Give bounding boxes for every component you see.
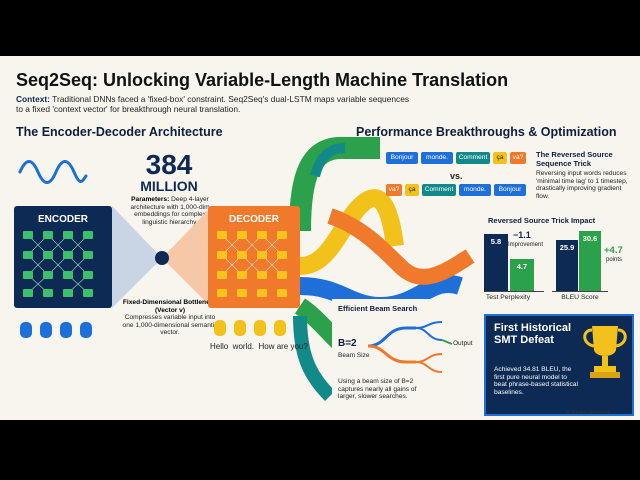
beam-size-label: Beam Size: [338, 352, 370, 359]
page-title: Seq2Seq: Unlocking Variable-Length Machi…: [16, 70, 509, 90]
trophy-card: First Historical SMT Defeat Achieved 34.…: [484, 314, 634, 416]
decoder-network-diagram: [217, 231, 287, 297]
impact-title: Reversed Source Trick Impact: [488, 216, 596, 225]
token-original-1: Bonjour: [386, 152, 418, 164]
token-reversed-2: ça: [405, 184, 419, 196]
tokens-original-row: Bonjour monde. Comment ça va?: [386, 152, 526, 166]
bleu-after-bar: 30.6: [579, 231, 601, 291]
bleu-before-value: 25.9: [559, 243, 575, 252]
beam-size: B=2: [338, 338, 357, 349]
encoder-box: ENCODER: [14, 206, 112, 308]
bleu-after-value: 30.6: [582, 234, 598, 243]
brand-footer: ✦ Gemini Notebook: [566, 410, 610, 416]
perplexity-delta: −1.1: [513, 230, 531, 240]
sparkle-icon: ✦: [566, 410, 571, 416]
decoder-output-tokens: [214, 320, 286, 336]
bottleneck-funnel: [112, 206, 212, 308]
token-reversed-4: monde.: [459, 184, 491, 196]
perplexity-after-value: 4.7: [516, 262, 528, 271]
params-description: Parameters: Deep 4-layer architecture wi…: [122, 196, 218, 226]
architecture-heading: The Encoder-Decoder Architecture: [16, 125, 223, 139]
beam-search-panel: [332, 299, 484, 411]
perplexity-axis-line: [484, 291, 544, 292]
wave-icon: [18, 160, 88, 184]
beam-title: Efficient Beam Search: [338, 304, 418, 313]
token-reversed-5: Bonjour: [494, 184, 526, 196]
params-text: Deep 4-layer architecture with 1,000-dim…: [130, 196, 210, 226]
context-body: Traditional DNNs faced a 'fixed-box' con…: [16, 94, 410, 114]
bottleneck-text: Compresses variable input into one 1,000…: [122, 314, 218, 337]
context-text: Context: Traditional DNNs faced a 'fixed…: [16, 94, 416, 114]
perplexity-before-bar: 5.8: [484, 234, 508, 291]
performance-heading: Performance Breakthroughs & Optimization: [356, 125, 617, 139]
encoder-network-diagram: [23, 231, 93, 297]
params-unit: MILLION: [140, 178, 198, 194]
bleu-axis-label: BLEU Score: [561, 294, 599, 301]
bleu-delta: +4.7: [604, 245, 623, 256]
perplexity-delta-label: Improvement: [508, 242, 544, 248]
trick-title: The Reversed Source Sequence Trick: [536, 150, 613, 168]
trick-text: Reversing input words reduces 'minimal t…: [536, 170, 628, 200]
perplexity-after-bar: 4.7: [510, 259, 534, 291]
encoder-label: ENCODER: [37, 214, 88, 225]
bleu-before-bar: 25.9: [556, 240, 578, 291]
bottleneck-description: Fixed-Dimensional Bottleneck (Vector v) …: [122, 299, 218, 337]
params-label: Parameters:: [131, 196, 170, 203]
tokens-reversed-row: va? ça Comment monde. Bonjour: [386, 184, 532, 198]
trophy-text: Achieved 34.81 BLEU, the first pure neur…: [494, 366, 578, 396]
token-reversed-3: Comment: [422, 184, 456, 196]
trophy-icon: [583, 326, 627, 378]
perplexity-axis-label: Test Perplexity: [485, 294, 531, 301]
beam-output-label: Output: [453, 340, 473, 347]
bottleneck-label: Fixed-Dimensional Bottleneck (Vector v): [122, 299, 218, 314]
decoder-box: DECODER: [208, 206, 300, 308]
beam-text: Using a beam size of B=2 captures nearly…: [338, 378, 417, 401]
bleu-delta-label: points: [606, 257, 623, 263]
decoder-output-words: Hello world. How are you?: [210, 342, 308, 351]
perplexity-before-value: 5.8: [490, 237, 502, 246]
token-original-4: ça: [493, 152, 507, 164]
context-vector-node: [155, 251, 169, 265]
token-original-5: va?: [510, 152, 526, 164]
trophy-title: First Historical SMT Defeat: [494, 322, 572, 346]
context-label: Context:: [16, 94, 50, 104]
infographic-canvas: Seq2Seq: Unlocking Variable-Length Machi…: [0, 56, 640, 420]
brand-label: Gemini Notebook: [571, 410, 611, 416]
bleu-axis-line: [552, 291, 608, 292]
decoder-label: DECODER: [228, 214, 279, 225]
token-original-3: Comment: [456, 152, 490, 164]
vs-label: vs.: [450, 171, 463, 181]
params-number: 384: [145, 149, 193, 180]
encoder-input-tokens: [20, 322, 92, 338]
token-original-2: monde.: [421, 152, 453, 164]
token-reversed-1: va?: [386, 184, 402, 196]
beam-search-diagram: [367, 321, 453, 373]
